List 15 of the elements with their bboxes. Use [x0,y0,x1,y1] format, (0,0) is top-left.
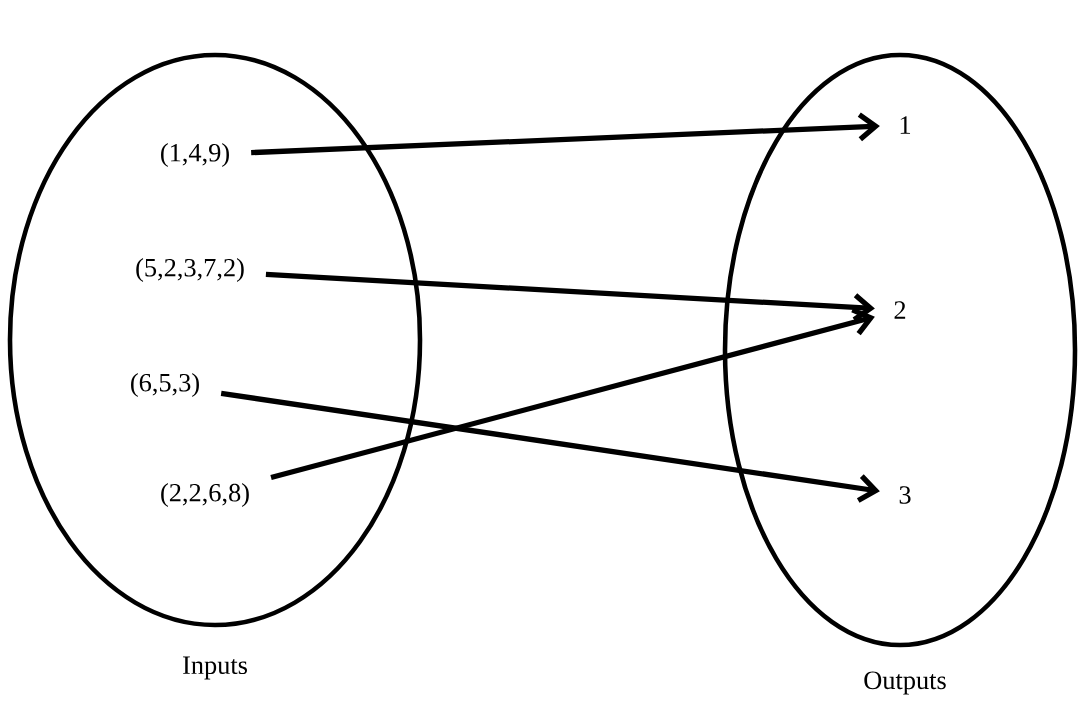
element-label: 1 [900,116,911,134]
set-ellipse [7,52,423,628]
arrow [220,390,880,503]
arrow [265,271,875,322]
element-label: 2 [894,301,906,319]
arrow [270,307,875,481]
set-label: Inputs [183,656,247,680]
set-ellipse [722,52,1078,648]
element-label: 3 [899,486,911,504]
element-label: (2,2,6,8) [161,483,249,507]
element-label: (6,5,3) [131,373,199,397]
set-label: Outputs [864,671,946,695]
element-label: (5,2,3,7,2) [136,258,244,282]
element-label: (1,4,9) [161,143,229,167]
arrow [251,112,880,156]
